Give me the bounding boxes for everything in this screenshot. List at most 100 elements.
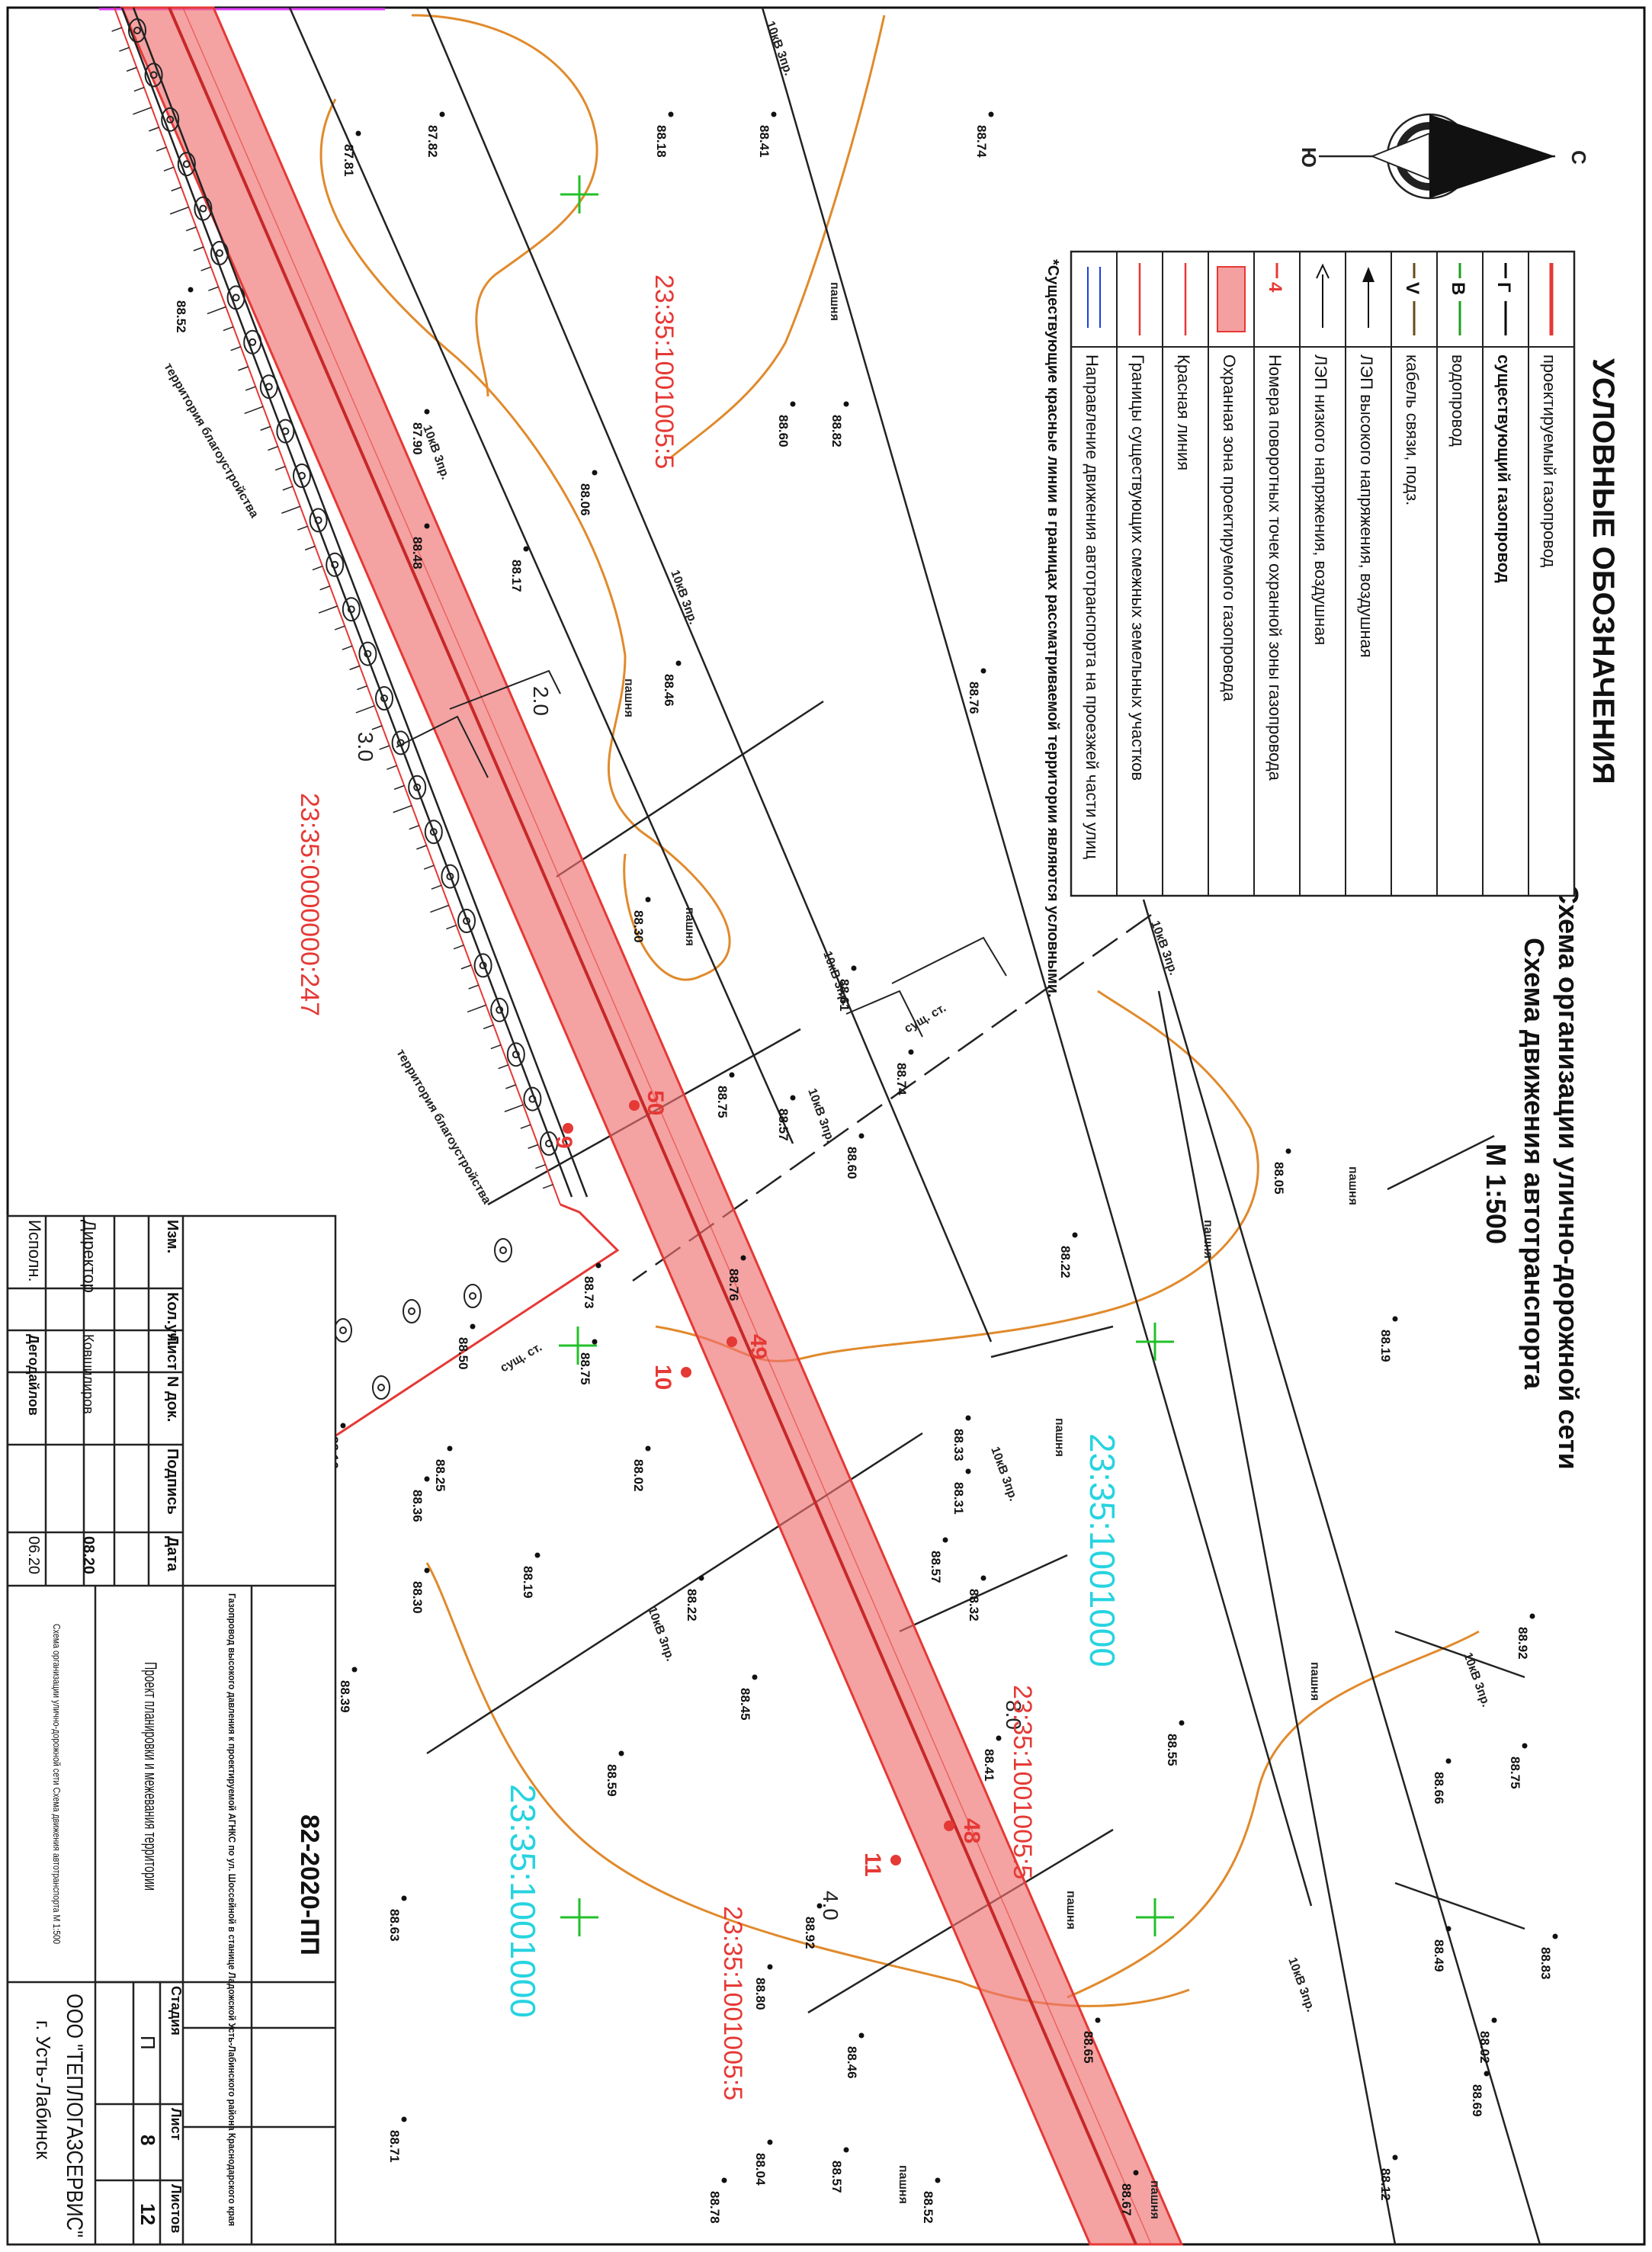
- legend-label: Границы существующих смежных земельных у…: [1128, 354, 1147, 781]
- ruler-tick: [111, 27, 123, 32]
- elevation-mark: 88.12: [1378, 2154, 1398, 2201]
- improvement-area-label: территория благоустройства: [162, 361, 261, 521]
- tb-header-data: Дата: [164, 1536, 181, 1572]
- north-arrow: [1319, 113, 1555, 200]
- tree-icon: [408, 775, 427, 800]
- elevation-label: 88.69: [1470, 2084, 1484, 2117]
- elevation-label: 88.50: [456, 1337, 470, 1370]
- elevation-label: 88.67: [1119, 2183, 1134, 2216]
- tb-header-izm: Изм.: [164, 1220, 181, 1253]
- elevation-label: 88.19: [1378, 1330, 1393, 1362]
- ruler-tick: [387, 765, 397, 770]
- ruler-tick: [208, 286, 219, 291]
- ruler-tick: [297, 525, 308, 531]
- zone-point-label: 9: [551, 1136, 576, 1149]
- ruler-tick: [498, 1064, 509, 1070]
- elevation-mark: 87.82: [425, 111, 445, 158]
- elevation-mark: 88.61: [837, 965, 857, 1012]
- tb-company: ООО "ТЕПЛОГАЗСЕРВИС": [62, 1994, 87, 2238]
- zone-point-dot: [563, 1123, 573, 1134]
- elevation-label: 88.30: [410, 1581, 425, 1614]
- elevation-mark: 88.17: [509, 546, 529, 592]
- sheet-title-line1: Схема организации улично-дорожной сети: [1553, 884, 1584, 1470]
- pasture-label: пашня: [622, 678, 635, 717]
- elevation-mark: 88.78: [707, 2177, 727, 2224]
- elevation-label: 88.60: [776, 415, 791, 448]
- elevation-label: 88.19: [521, 1566, 535, 1599]
- ruler-tick: [423, 865, 435, 870]
- legend-symbol: [1362, 267, 1375, 328]
- parcel-label: 23:35:1001005:5: [650, 274, 678, 469]
- elevation-label: 88.74: [894, 1063, 909, 1096]
- elevation-mark: 88.57: [776, 1095, 796, 1141]
- tree-icon: [372, 1375, 390, 1400]
- zone-point-label: 11: [860, 1853, 885, 1877]
- elevation-mark: 88.48: [410, 523, 430, 569]
- tb-name: Дегодайлов: [26, 1334, 41, 1416]
- elevation-mark: 88.36: [410, 1476, 430, 1522]
- elevation-mark: 88.67: [1119, 2170, 1139, 2216]
- tree-icon: [210, 241, 229, 265]
- legend-label: ЛЭП высокого напряжения, воздушная: [1357, 354, 1376, 658]
- pasture-label: пашня: [683, 907, 696, 946]
- zone-point-label: 10: [650, 1365, 675, 1390]
- survey-note: сущ. ст.: [903, 1002, 948, 1036]
- elevation-mark: 88.05: [1272, 1148, 1291, 1195]
- tb-role: Исполн.: [25, 1220, 44, 1282]
- ruler-tick: [274, 466, 286, 471]
- legend-label: ЛЭП низкого напряжения, воздушная: [1311, 354, 1330, 645]
- ruler-tick: [319, 585, 331, 591]
- elevation-label: 88.55: [1165, 1734, 1179, 1766]
- elevation-label: 88.83: [1538, 1947, 1553, 1980]
- elevation-label: 88.63: [387, 1909, 402, 1942]
- elevation-label: 88.80: [753, 1978, 768, 2010]
- ruler-tick: [371, 725, 383, 730]
- legend-symbol: Г: [1493, 263, 1514, 335]
- tree-icon: [226, 285, 245, 310]
- tree-icon: [326, 552, 345, 577]
- ruler-tick: [357, 685, 367, 691]
- ruler-tick: [490, 1044, 502, 1050]
- zone-point-dot: [944, 1821, 954, 1831]
- ruler-tick: [430, 904, 450, 913]
- elevation-label: 88.05: [1272, 1162, 1286, 1195]
- tb-drawing: Схема организации улично-дорожной сети С…: [51, 1624, 63, 1944]
- offset-label: 2.0: [529, 686, 553, 716]
- elevation-label: 88.33: [951, 1429, 966, 1461]
- legend-label: проектируемый газопровод: [1540, 354, 1559, 567]
- tree-icon: [490, 997, 509, 1022]
- ruler-tick: [379, 745, 390, 750]
- elevation-label: 88.06: [578, 483, 592, 516]
- elevation-label: 88.92: [1516, 1627, 1530, 1660]
- elevation-label: 88.02: [631, 1459, 646, 1492]
- ruler-tick: [453, 945, 464, 950]
- elevation-label: 88.52: [174, 300, 188, 333]
- svg-text:Г: Г: [1493, 282, 1514, 293]
- parcel-label: 23:35:0000000:247: [295, 793, 324, 1016]
- tree-icon: [144, 63, 163, 88]
- ruler-tick: [304, 545, 316, 551]
- tree-icon: [540, 1131, 558, 1156]
- ruler-tick: [133, 86, 145, 92]
- tree-icon: [375, 686, 393, 711]
- legend-label: существующий газопровод: [1494, 354, 1513, 583]
- ruler-tick: [542, 1184, 553, 1189]
- compass-south-label: Ю: [1298, 147, 1320, 168]
- gas-guard-zone: [120, 6, 1184, 2246]
- survey-note: сущ. ст.: [499, 1341, 544, 1375]
- legend-footnote: *Существующие красные линии в границах р…: [1044, 259, 1061, 998]
- ruler-tick: [238, 366, 249, 371]
- ruler-tick: [460, 964, 472, 970]
- ruler-tick: [260, 425, 271, 431]
- ruler-tick: [467, 1004, 486, 1013]
- ruler-tick: [268, 445, 278, 451]
- elevation-mark: 88.32: [967, 1575, 986, 1622]
- elevation-mark: 88.18: [654, 111, 674, 158]
- tb-header-stadia: Стадия: [168, 1986, 184, 2035]
- ruler-tick: [169, 206, 189, 215]
- elevation-mark: 88.57: [829, 2147, 849, 2193]
- tree-icon: [506, 1042, 525, 1067]
- ruler-tick: [133, 107, 152, 115]
